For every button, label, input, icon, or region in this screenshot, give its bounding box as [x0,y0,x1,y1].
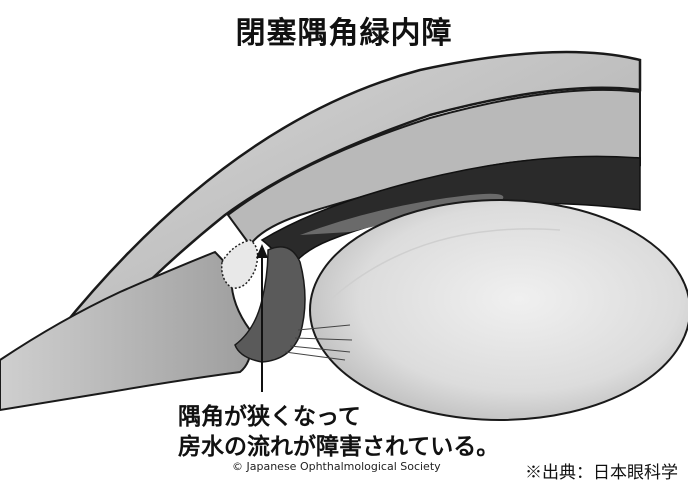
page-title: 閉塞隅角緑内障 [235,16,453,51]
caption-line-1: 隅角が狭くなって [178,404,361,430]
lens-highlight [329,228,561,301]
caption-line-2: 房水の流れが障害されている。 [178,434,500,460]
zonule-fibers [284,324,353,361]
iris [260,155,641,272]
trabecular-meshwork [220,239,259,289]
copyright-notice: © Japanese Ophthalmological Society [232,460,441,473]
source-credit: ※出典：日本眼科学 [525,463,678,483]
arrow-head [256,244,268,258]
cornea [58,50,642,347]
lens [309,199,688,421]
